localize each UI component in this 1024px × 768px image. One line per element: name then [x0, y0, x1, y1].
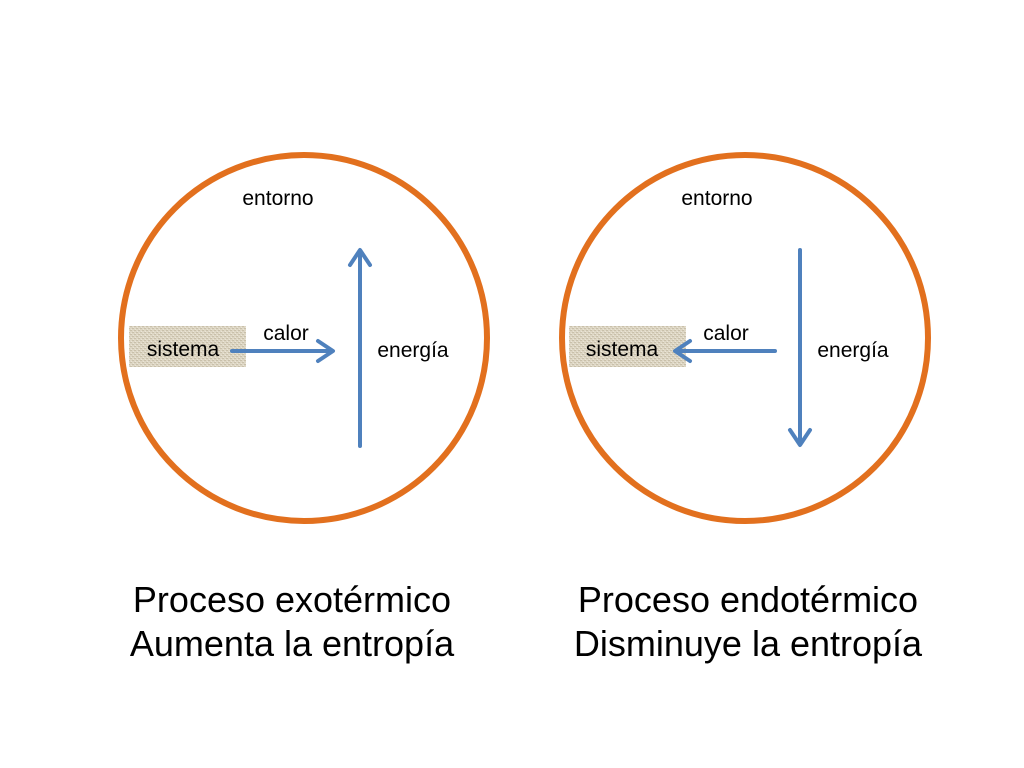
heat-label: calor	[263, 322, 309, 345]
system-label: sistema	[147, 338, 220, 361]
caption-subtitle: Disminuye la entropía	[573, 623, 923, 664]
surroundings-label: entorno	[681, 187, 752, 210]
energy-arrow-up	[348, 248, 372, 448]
heat-label: calor	[703, 322, 749, 345]
surroundings-circle	[559, 152, 931, 524]
system-label: sistema	[586, 338, 659, 361]
caption-exothermic: Proceso exotérmico Aumenta la entropía	[82, 578, 502, 666]
caption-endothermic: Proceso endotérmico Disminuye la entropí…	[538, 578, 958, 666]
caption-title: Proceso endotérmico	[577, 579, 919, 620]
surroundings-label: entorno	[242, 187, 313, 210]
caption-title: Proceso exotérmico	[132, 579, 452, 620]
energy-label: energía	[817, 339, 889, 362]
energy-label: energía	[377, 339, 449, 362]
heat-arrow-out	[230, 339, 335, 363]
panel-exothermic: entorno sistema calor energía	[118, 152, 490, 524]
panel-endothermic: entorno sistema calor energía	[559, 152, 931, 524]
surroundings-circle	[118, 152, 490, 524]
heat-arrow-in	[673, 339, 777, 363]
energy-arrow-down	[788, 248, 812, 447]
system-box	[569, 326, 686, 367]
system-box	[129, 326, 246, 367]
caption-subtitle: Aumenta la entropía	[129, 623, 455, 664]
